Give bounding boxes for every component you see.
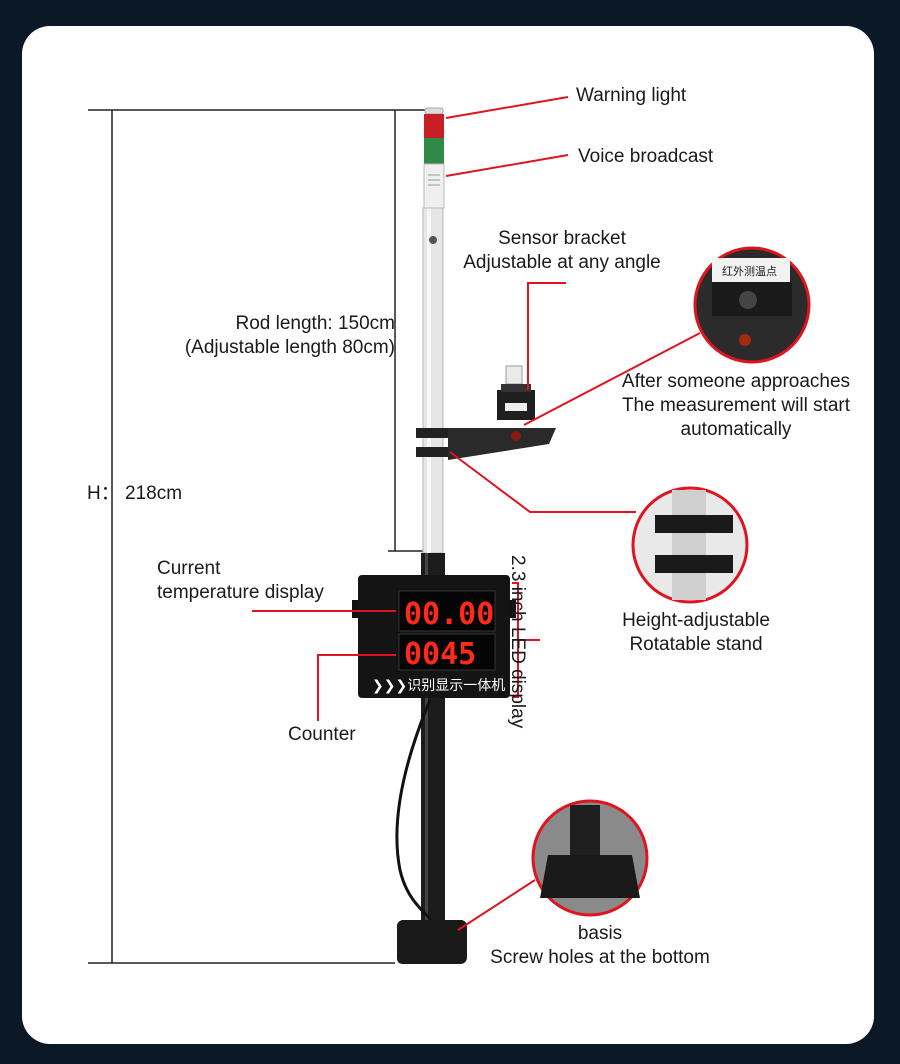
label-basis: basis Screw holes at the bottom — [490, 923, 710, 968]
zoom-sensor-detail — [693, 246, 811, 364]
label-current-temperature: Current temperature display — [157, 558, 324, 603]
zoom-stand-detail — [631, 486, 749, 604]
sensor-box — [497, 365, 535, 420]
label-auto-measure: After someone approaches The measurement… — [621, 371, 851, 440]
sensor-tag: 红外测温点 — [722, 265, 777, 278]
label-voice-broadcast: Voice broadcast — [578, 146, 714, 167]
display-caption: ❯❯❯识别显示一体机 — [372, 678, 505, 694]
led-display-box — [352, 575, 516, 698]
label-sensor-bracket: Sensor bracket Adjustable at any angle — [463, 228, 661, 273]
dimension-lines — [88, 109, 428, 964]
sensor-arm — [448, 428, 556, 460]
label-warning-light: Warning light — [576, 85, 687, 106]
label-stand: Height-adjustable Rotatable stand — [622, 610, 770, 655]
label-counter: Counter — [288, 724, 356, 745]
label-led-display: 2.3 inch LED display — [507, 555, 528, 729]
pole-base — [396, 920, 468, 964]
leader-lines — [252, 96, 701, 931]
warning-light-tower — [423, 107, 445, 209]
temperature-readout: 00.00 — [404, 597, 494, 632]
counter-readout: 0045 — [404, 637, 476, 672]
label-rod-length: Rod length: 150cm (Adjustable length 80c… — [184, 313, 395, 358]
zoom-base-detail — [531, 799, 649, 917]
label-height: H： 218cm — [87, 483, 183, 504]
